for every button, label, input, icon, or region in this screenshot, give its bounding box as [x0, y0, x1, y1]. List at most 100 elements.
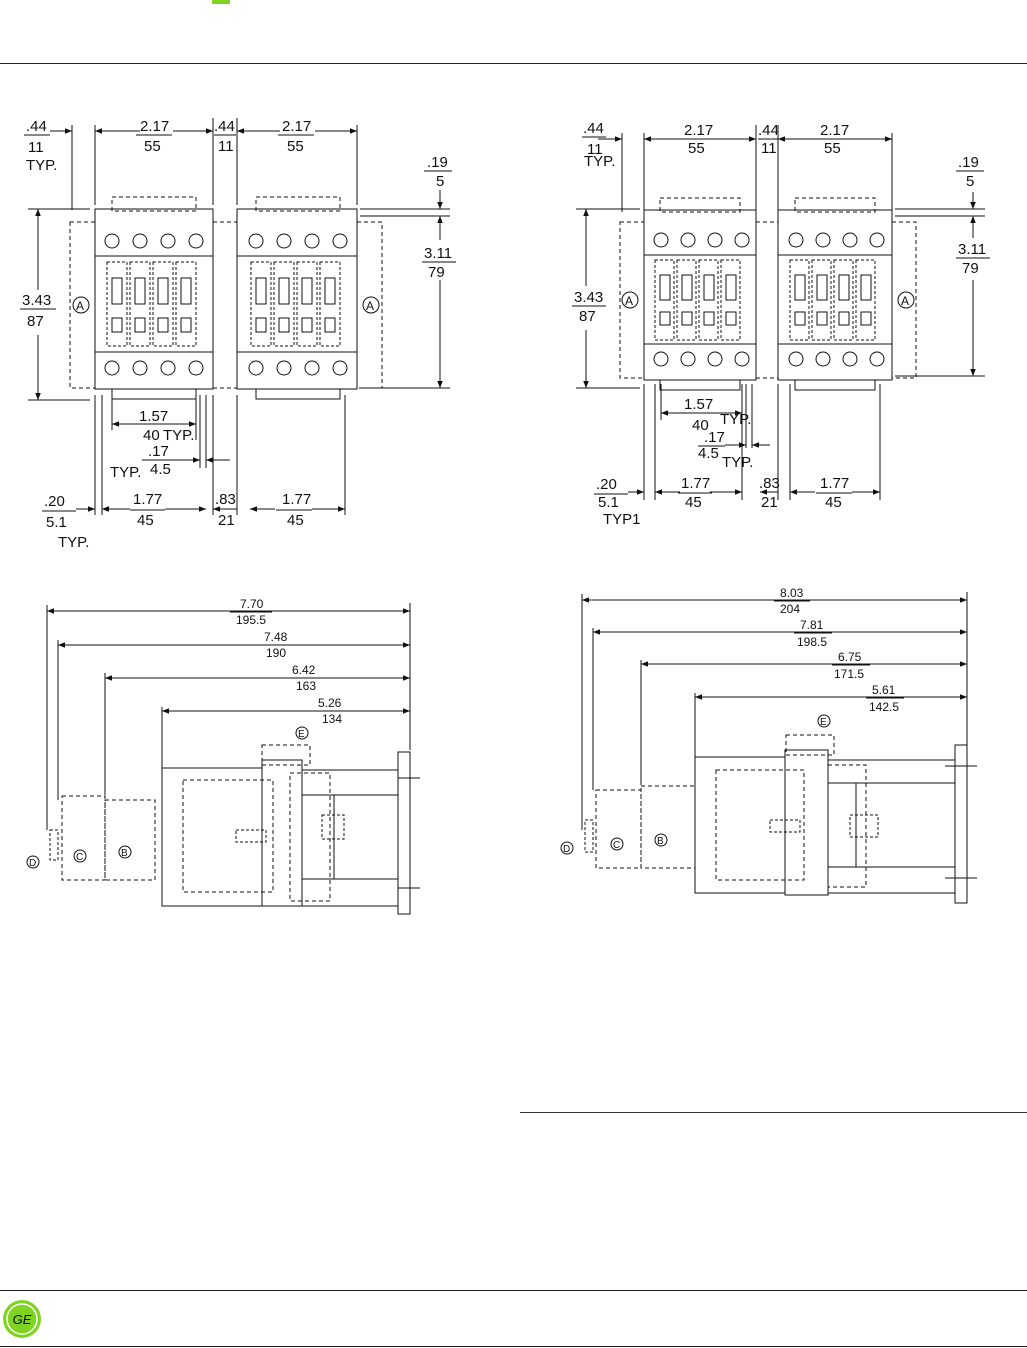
svg-text:21: 21 [761, 494, 778, 511]
svg-text:45: 45 [825, 494, 842, 511]
left-top-labels: .44 11 TYP. 2.17 55 .44 11 2.17 55 .19 5… [20, 118, 456, 551]
svg-text:2.17: 2.17 [820, 122, 849, 139]
svg-text:5: 5 [966, 173, 974, 190]
svg-text:.17: .17 [148, 443, 169, 460]
svg-text:.83: .83 [759, 475, 780, 492]
svg-text:7.81: 7.81 [800, 618, 824, 632]
svg-text:87: 87 [579, 308, 596, 325]
svg-text:TYP.: TYP. [58, 534, 89, 551]
svg-text:55: 55 [287, 138, 304, 155]
svg-text:E: E [298, 729, 305, 740]
svg-text:134: 134 [322, 712, 342, 726]
svg-text:3.11: 3.11 [424, 245, 452, 262]
right-side-labels: 8.03 204 7.81 198.5 6.75 171.5 5.61 142.… [563, 586, 904, 855]
left-side-view [26, 603, 420, 915]
svg-text:6.75: 6.75 [838, 650, 862, 664]
svg-text:6.42: 6.42 [292, 663, 316, 677]
header-rule [0, 63, 1027, 64]
svg-text:5.26: 5.26 [318, 696, 342, 710]
svg-text:D: D [29, 858, 36, 869]
svg-text:C: C [613, 840, 620, 851]
svg-text:1.57: 1.57 [139, 408, 168, 425]
svg-text:45: 45 [137, 512, 154, 529]
svg-text:.19: .19 [958, 154, 979, 171]
svg-text:5.61: 5.61 [872, 683, 896, 697]
svg-text:B: B [121, 848, 128, 859]
svg-text:4.5: 4.5 [698, 445, 719, 462]
svg-text:5.1: 5.1 [598, 494, 619, 511]
svg-text:.44: .44 [758, 122, 779, 139]
svg-text:.44: .44 [214, 118, 235, 135]
svg-text:79: 79 [428, 264, 445, 281]
svg-text:E: E [820, 717, 827, 728]
svg-text:C: C [76, 852, 83, 863]
svg-text:1.77: 1.77 [820, 475, 849, 492]
svg-text:1.77: 1.77 [133, 491, 162, 508]
svg-text:.17: .17 [704, 429, 725, 446]
svg-text:40: 40 [143, 427, 160, 444]
svg-text:171.5: 171.5 [834, 667, 864, 681]
ge-logo-icon: GE [3, 1300, 41, 1338]
svg-text:TYP.: TYP. [110, 464, 141, 481]
left-side-labels: 7.70 195.5 7.48 190 6.42 163 5.26 134 B … [29, 597, 346, 869]
accent-mark [212, 0, 230, 4]
svg-text:55: 55 [824, 140, 841, 157]
svg-text:40: 40 [692, 417, 709, 434]
svg-text:A: A [625, 294, 633, 308]
svg-text:2.17: 2.17 [282, 118, 311, 135]
svg-text:A: A [76, 299, 84, 313]
svg-text:7.70: 7.70 [240, 597, 264, 611]
svg-text:5: 5 [436, 173, 444, 190]
svg-text:TYP1: TYP1 [603, 511, 641, 528]
svg-text:79: 79 [962, 260, 979, 277]
svg-text:TYP.: TYP. [26, 157, 57, 174]
svg-text:TYP.: TYP. [722, 454, 753, 471]
svg-text:A: A [901, 294, 909, 308]
svg-text:TYP.: TYP. [584, 153, 615, 170]
svg-text:2.17: 2.17 [140, 118, 169, 135]
svg-text:190: 190 [266, 646, 286, 660]
svg-text:4.5: 4.5 [150, 461, 171, 478]
svg-text:142.5: 142.5 [869, 700, 899, 714]
svg-text:11: 11 [28, 139, 44, 156]
svg-text:.20: .20 [596, 476, 617, 493]
svg-text:163: 163 [296, 679, 316, 693]
svg-text:7.48: 7.48 [264, 630, 288, 644]
svg-text:195.5: 195.5 [236, 613, 266, 627]
svg-text:3.43: 3.43 [574, 289, 603, 306]
svg-text:D: D [563, 844, 570, 855]
svg-text:21: 21 [218, 512, 235, 529]
right-top-view [576, 125, 985, 500]
svg-text:.20: .20 [44, 493, 65, 510]
svg-text:11: 11 [587, 141, 603, 158]
svg-text:A: A [366, 299, 374, 313]
svg-text:2.17: 2.17 [684, 122, 713, 139]
svg-text:.19: .19 [427, 154, 448, 171]
svg-text:45: 45 [287, 512, 304, 529]
svg-text:87: 87 [27, 313, 44, 330]
right-side-view [560, 592, 977, 904]
svg-text:198.5: 198.5 [797, 635, 827, 649]
svg-text:TYP.: TYP. [720, 411, 751, 428]
svg-text:.44: .44 [583, 120, 604, 137]
svg-text:TYP.: TYP. [163, 427, 194, 444]
svg-text:3.11: 3.11 [958, 241, 986, 258]
svg-text:204: 204 [780, 602, 800, 616]
footer-rule-top [0, 1290, 1027, 1291]
left-top-view [28, 118, 450, 515]
svg-text:55: 55 [144, 138, 161, 155]
svg-text:.44: .44 [26, 118, 47, 135]
footer-rule-bottom [0, 1346, 1027, 1347]
svg-text:5.1: 5.1 [46, 514, 67, 531]
section-rule [520, 1112, 1027, 1113]
svg-text:3.43: 3.43 [22, 292, 51, 309]
svg-text:1.77: 1.77 [681, 475, 710, 492]
svg-text:11: 11 [761, 140, 777, 157]
svg-text:8.03: 8.03 [780, 586, 804, 600]
svg-text:1.57: 1.57 [684, 396, 713, 413]
right-top-labels: .44 11 TYP. 2.17 55 .44 11 2.17 55 .19 5… [572, 120, 990, 528]
svg-text:GE: GE [13, 1312, 32, 1327]
svg-text:45: 45 [685, 494, 702, 511]
svg-text:11: 11 [218, 138, 234, 155]
